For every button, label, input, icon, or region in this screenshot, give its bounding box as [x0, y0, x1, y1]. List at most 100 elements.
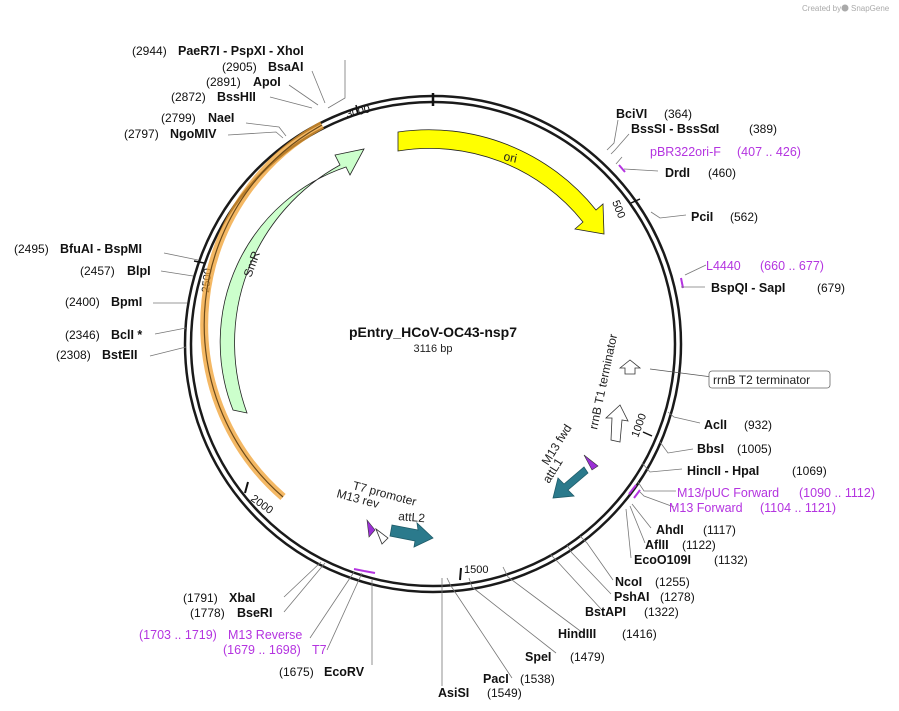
rrnb-t2-label-box: [708, 370, 831, 389]
site-enzyme[interactable]: BseRI: [237, 606, 272, 620]
primer-range: (1703 .. 1719): [139, 628, 217, 642]
site-enzyme[interactable]: NgoMIV: [170, 127, 217, 141]
site-enzyme[interactable]: BsaAI: [268, 60, 303, 74]
site-position: (679): [817, 281, 845, 295]
t7-promoter-arrow[interactable]: [375, 527, 389, 545]
ori-label: ori: [502, 149, 518, 165]
site-enzyme[interactable]: SpeI: [525, 650, 551, 664]
tick-3000-label: 3000: [345, 103, 372, 121]
site-enzyme[interactable]: EcoRV: [324, 665, 365, 679]
site-enzyme[interactable]: ApoI: [253, 75, 281, 89]
site-position: (1278): [660, 590, 695, 604]
site-position: (2400): [65, 295, 100, 309]
site-position: (2944): [132, 44, 167, 58]
tick-500-label: 500: [609, 199, 627, 221]
smr-highlight: [200, 121, 324, 501]
site-position: (562): [730, 210, 758, 224]
site-enzyme[interactable]: AhdI: [656, 523, 684, 537]
site-enzyme[interactable]: BfuAI - BspMI: [60, 242, 142, 256]
site-enzyme[interactable]: BciVI: [616, 107, 647, 121]
m13-fwd-primer-arrow[interactable]: [583, 454, 599, 471]
site-enzyme[interactable]: BspQI - SapI: [711, 281, 785, 295]
primer-marker: [633, 489, 641, 499]
site-position: (2495): [14, 242, 49, 256]
rrnb-t2-arrow[interactable]: [618, 359, 642, 375]
site-enzyme[interactable]: BstEII: [102, 348, 137, 362]
plasmid-length: 3116 bp: [414, 343, 453, 355]
site-enzyme[interactable]: AsiSI: [438, 686, 469, 700]
site-enzyme[interactable]: PshAI: [614, 590, 649, 604]
site-position: (1117): [703, 523, 736, 537]
tick-500-mark: [630, 198, 641, 204]
site-position: (2797): [124, 127, 159, 141]
site-enzyme[interactable]: BlpI: [127, 264, 151, 278]
site-position: (2799): [161, 111, 196, 125]
plasmid-name: pEntry_HCoV-OC43-nsp7: [349, 324, 517, 340]
site-position: (1005): [737, 442, 772, 456]
primer-name[interactable]: M13 Forward: [669, 501, 743, 515]
site-position: (1538): [520, 672, 555, 686]
site-enzyme[interactable]: HincII - HpaI: [687, 464, 759, 478]
smr-highlight-line: [203, 124, 323, 498]
site-enzyme[interactable]: NaeI: [208, 111, 234, 125]
primer-marker: [353, 568, 365, 572]
site-enzyme[interactable]: DrdI: [665, 166, 690, 180]
site-enzyme[interactable]: NcoI: [615, 575, 642, 589]
primer-marker: [680, 277, 684, 289]
attl2-arrow[interactable]: [389, 521, 434, 548]
tick-2500-mark: [193, 260, 205, 264]
tick-1000-mark: [642, 431, 653, 437]
site-position: (1479): [570, 650, 605, 664]
site-enzyme[interactable]: BssHII: [217, 90, 256, 104]
primer-name[interactable]: L4440: [706, 259, 741, 273]
primer-marker: [618, 164, 626, 173]
site-position: (932): [744, 418, 772, 432]
site-enzyme[interactable]: PciI: [691, 210, 713, 224]
site-enzyme[interactable]: XbaI: [229, 591, 255, 605]
site-position: (2891): [206, 75, 241, 89]
ori-feature-arrow[interactable]: [397, 129, 605, 235]
site-enzyme[interactable]: AclI: [704, 418, 727, 432]
site-enzyme[interactable]: AflII: [645, 538, 669, 552]
site-position: (2457): [80, 264, 115, 278]
primer-name[interactable]: M13 Reverse: [228, 628, 302, 642]
created-by-text: Created by: [802, 4, 841, 13]
primer-range: (407 .. 426): [737, 145, 801, 159]
site-position: (1255): [655, 575, 690, 589]
brand-text: SnapGene: [851, 4, 890, 13]
site-enzyme[interactable]: BclI *: [111, 328, 142, 342]
smr-feature-arrow[interactable]: [219, 148, 365, 414]
tick-2000-mark: [244, 481, 249, 494]
primer-range: (1679 .. 1698): [223, 643, 301, 657]
site-enzyme[interactable]: BpmI: [111, 295, 142, 309]
site-position: (1778): [190, 606, 225, 620]
site-position: (1322): [644, 605, 679, 619]
primer-name[interactable]: M13/pUC Forward: [677, 486, 779, 500]
site-position: (1416): [622, 627, 657, 641]
leader-lines: [149, 60, 707, 686]
site-enzyme[interactable]: EcoO109I: [634, 553, 691, 567]
m13-rev-primer-arrow[interactable]: [366, 518, 376, 538]
site-position: (1132): [714, 553, 748, 567]
site-enzyme[interactable]: PaeR7I - PspXI - XhoI: [178, 44, 304, 58]
tick-1000-label: 1000: [630, 412, 650, 439]
site-position: (1675): [279, 665, 314, 679]
tick-1500-label: 1500: [464, 564, 488, 576]
primer-range: (1104 .. 1121): [760, 501, 836, 515]
site-enzyme[interactable]: BstAPI: [585, 605, 626, 619]
rrnb-t1-arrow[interactable]: [604, 404, 629, 443]
site-position: (2905): [222, 60, 257, 74]
site-position: (1549): [487, 686, 522, 700]
site-enzyme[interactable]: HindIII: [558, 627, 596, 641]
site-enzyme[interactable]: BbsI: [697, 442, 724, 456]
attl1-arrow[interactable]: [552, 466, 589, 499]
primer-name[interactable]: T7: [312, 643, 327, 657]
site-position: (1791): [183, 591, 218, 605]
site-enzyme[interactable]: PacI: [483, 672, 509, 686]
primer-range: (1090 .. 1112): [799, 486, 875, 500]
attl2-label: attL2: [398, 509, 426, 525]
site-enzyme[interactable]: BssSI - BssSαI: [631, 122, 719, 136]
primer-name[interactable]: pBR322ori-F: [650, 145, 721, 159]
site-position: (2346): [65, 328, 100, 342]
